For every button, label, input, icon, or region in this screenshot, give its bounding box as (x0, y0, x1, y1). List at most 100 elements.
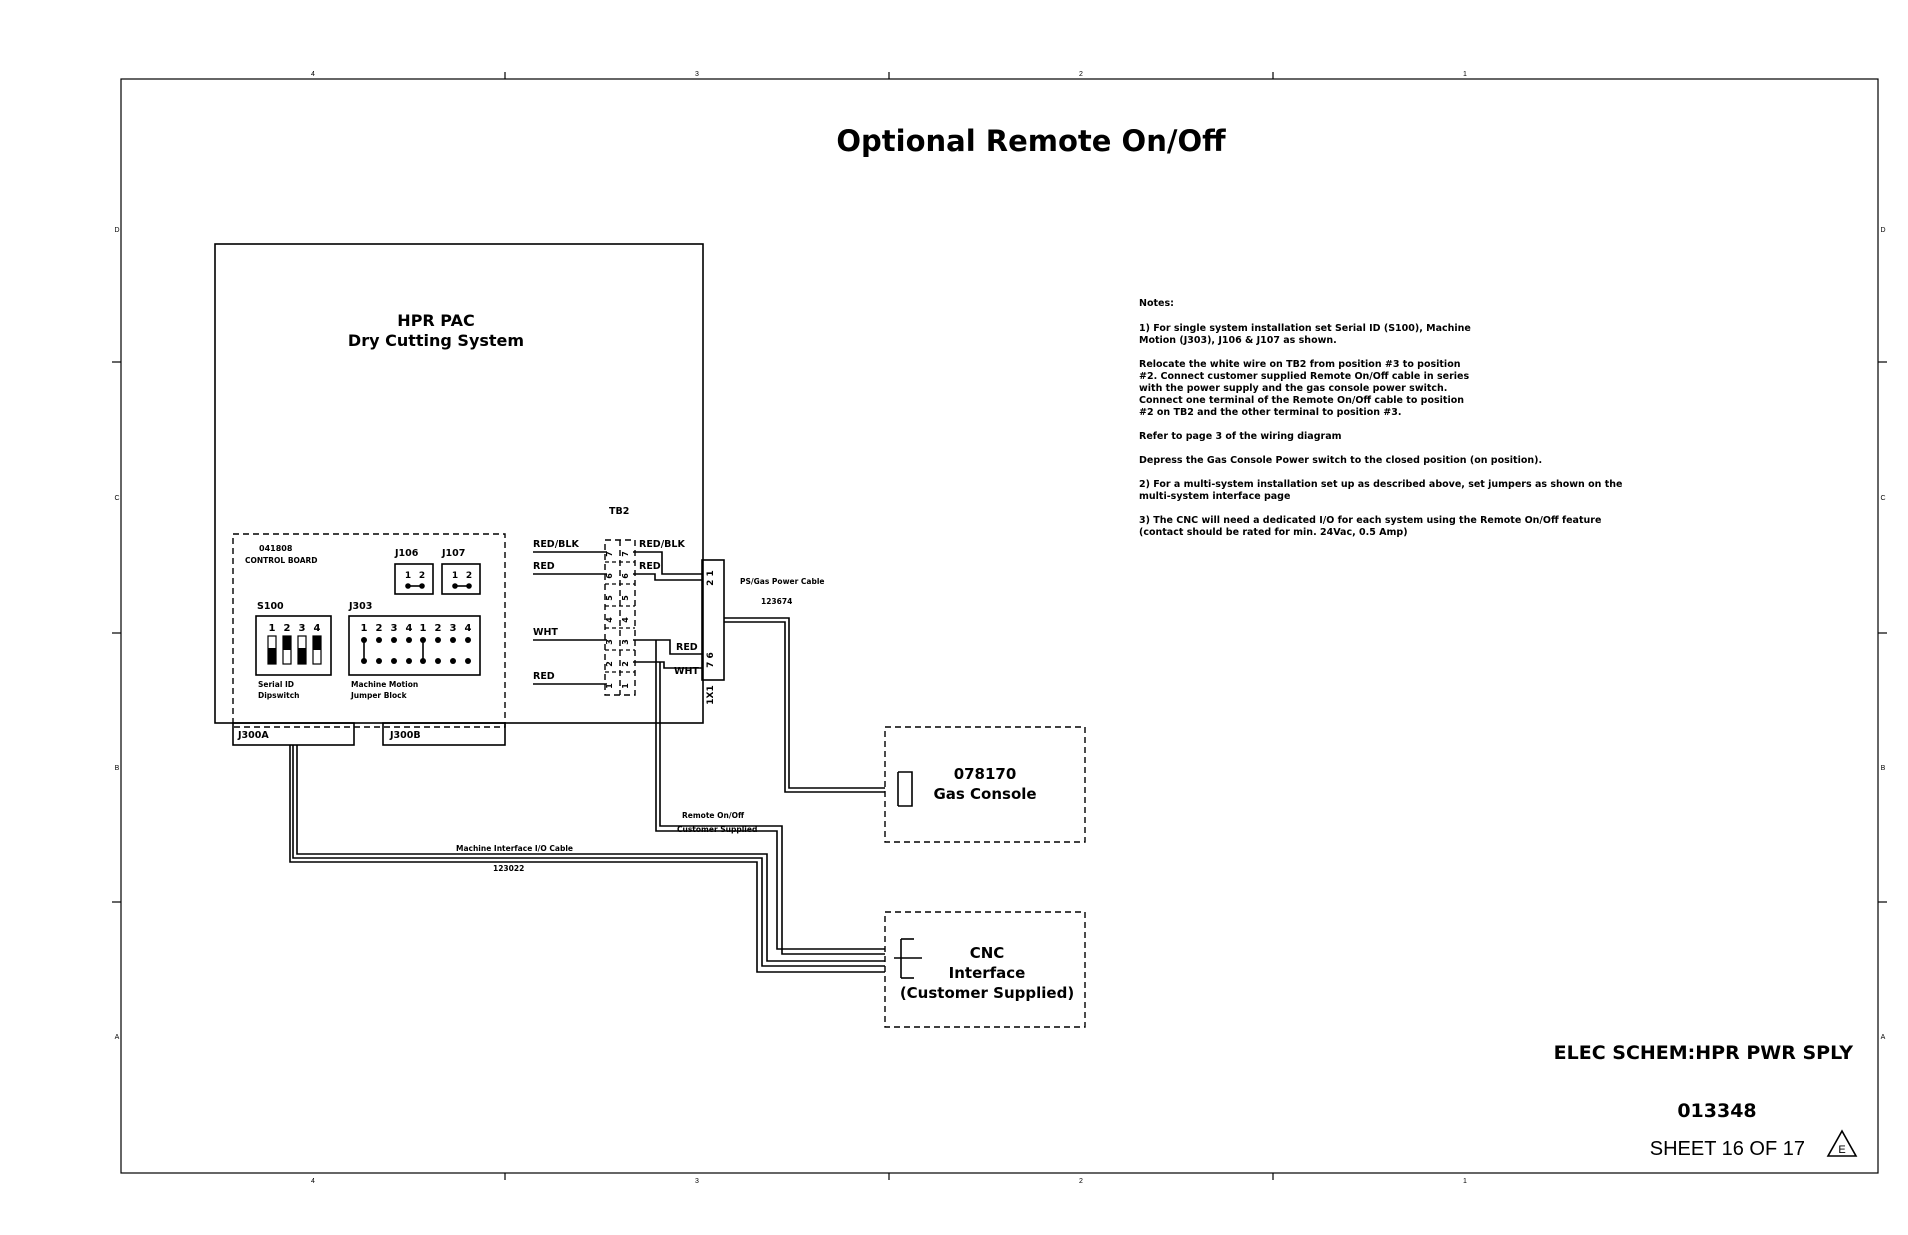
svg-text:1: 1 (420, 623, 427, 634)
note-line: multi-system interface page (1139, 491, 1290, 502)
note-line: #2 on TB2 and the other terminal to posi… (1139, 407, 1401, 418)
note-line: Connect one terminal of the Remote On/Of… (1139, 395, 1464, 406)
s100-pin-numbers: 1 2 3 4 (269, 623, 321, 634)
svg-text:4: 4 (621, 617, 630, 623)
j303-shunts (363, 640, 424, 661)
note-line: 3) The CNC will need a dedicated I/O for… (1139, 515, 1601, 526)
j300b-connector (382, 722, 506, 746)
zone-row-b-left: B (115, 765, 120, 772)
cnc-connector (894, 938, 922, 979)
gas-console-plug (898, 771, 913, 807)
system-title-line1: HPR PAC (397, 311, 474, 330)
ps-gas-power-cable (724, 617, 885, 793)
svg-text:RED/BLK: RED/BLK (533, 539, 579, 550)
system-title-line2: Dry Cutting System (348, 331, 524, 350)
s100-switches (267, 635, 322, 665)
svg-text:2: 2 (621, 661, 630, 667)
control-board-label: CONTROL BOARD (245, 556, 318, 565)
1x1-bottom-pins: 7 6 (706, 652, 716, 668)
machine-interface-io-cable (289, 745, 885, 973)
zone-labels: 4 3 2 1 4 3 2 1 D C B A D C B A (114, 71, 1885, 1185)
tb2-right-wires (633, 551, 702, 669)
j300a-label: J300A (237, 730, 269, 741)
j303-caption-2: Jumper Block (350, 691, 408, 700)
tb2-left-wires (533, 551, 607, 685)
j303-pins (361, 637, 471, 664)
1x1-label: 1X1 (706, 685, 716, 704)
note-line: Depress the Gas Console Power switch to … (1139, 455, 1542, 466)
cnc-interface-box (884, 911, 1086, 1028)
cnc-line2: Interface (949, 964, 1026, 982)
j107-jumper (441, 563, 481, 595)
j107-label: J107 (441, 548, 465, 559)
zone-row-c-right: C (1880, 495, 1885, 502)
svg-text:2: 2 (284, 623, 291, 634)
remote-cable-line2: Customer Supplied (677, 825, 757, 834)
svg-text:3: 3 (621, 639, 630, 645)
j303-label: J303 (348, 601, 372, 612)
remote-on-off-cable (655, 640, 885, 955)
svg-text:WHT: WHT (674, 666, 699, 677)
note-line: (contact should be rated for min. 24Vac,… (1139, 527, 1408, 538)
control-board-region (232, 533, 506, 728)
notes-heading: Notes: (1139, 298, 1174, 309)
zone-col-3-bottom: 3 (695, 1178, 699, 1185)
svg-text:1: 1 (405, 571, 411, 581)
j303-caption-1: Machine Motion (351, 680, 418, 689)
note-line: with the power supply and the gas consol… (1139, 383, 1447, 394)
zone-col-4-top: 4 (311, 71, 315, 78)
svg-text:4: 4 (465, 623, 472, 634)
note-line: Relocate the white wire on TB2 from posi… (1139, 359, 1461, 370)
zone-row-d-right: D (1880, 227, 1885, 234)
tb2-right-wire-labels: RED/BLK RED RED WHT (639, 539, 699, 677)
gas-console-name: Gas Console (933, 785, 1036, 803)
cnc-line1: CNC (970, 944, 1005, 962)
jumper-shunts (405, 583, 472, 589)
tb2-label: TB2 (609, 506, 629, 517)
s100-dipswitch (255, 615, 332, 676)
note-line: #2. Connect customer supplied Remote On/… (1139, 371, 1469, 382)
svg-text:1: 1 (621, 683, 630, 689)
svg-text:4: 4 (605, 617, 614, 623)
zone-row-c-left: C (114, 495, 119, 502)
svg-text:2: 2 (435, 623, 442, 634)
svg-text:1: 1 (269, 623, 276, 634)
svg-text:RED: RED (533, 561, 555, 572)
zone-col-3-top: 3 (695, 71, 699, 78)
note-line: 2) For a multi-system installation set u… (1139, 479, 1622, 490)
svg-text:1: 1 (361, 623, 368, 634)
control-board-part: 041808 (259, 544, 293, 553)
1x1-top-pins: 2 1 (706, 570, 716, 586)
gas-console-box (884, 726, 1086, 843)
zone-row-d-left: D (114, 227, 119, 234)
svg-text:3: 3 (391, 623, 398, 634)
zone-col-1-bottom: 1 (1463, 1178, 1467, 1185)
tb2-left-wire-labels: RED/BLK RED WHT RED (533, 539, 579, 682)
svg-text:4: 4 (406, 623, 413, 634)
diagram-title: Optional Remote On/Off (836, 124, 1226, 158)
j106-label: J106 (394, 548, 419, 559)
revision-triangle (1826, 1129, 1858, 1157)
svg-text:2: 2 (605, 661, 614, 667)
zone-row-a-left: A (115, 1034, 120, 1041)
1x1-connector (701, 559, 725, 681)
drawing-number: 013348 (1677, 1100, 1756, 1122)
zone-col-2-top: 2 (1079, 71, 1083, 78)
tb2-position-numbers: 7 7 6 6 5 5 4 4 3 3 2 2 1 1 (605, 551, 630, 689)
zone-row-a-right: A (1881, 1034, 1886, 1041)
svg-text:3: 3 (299, 623, 306, 634)
svg-text:RED: RED (533, 671, 555, 682)
svg-text:1: 1 (452, 571, 458, 581)
note-line: Motion (J303), J106 & J107 as shown. (1139, 335, 1337, 346)
io-cable-part: 123022 (493, 864, 524, 873)
gas-console-part: 078170 (954, 765, 1017, 783)
note-line: Refer to page 3 of the wiring diagram (1139, 431, 1342, 442)
s100-label: S100 (257, 601, 284, 612)
svg-text:RED: RED (676, 642, 698, 653)
zone-col-4-bottom: 4 (311, 1178, 315, 1185)
svg-text:RED/BLK: RED/BLK (639, 539, 685, 550)
svg-text:RED: RED (639, 561, 661, 572)
zone-col-1-top: 1 (1463, 71, 1467, 78)
io-cable-name: Machine Interface I/O Cable (456, 844, 573, 853)
